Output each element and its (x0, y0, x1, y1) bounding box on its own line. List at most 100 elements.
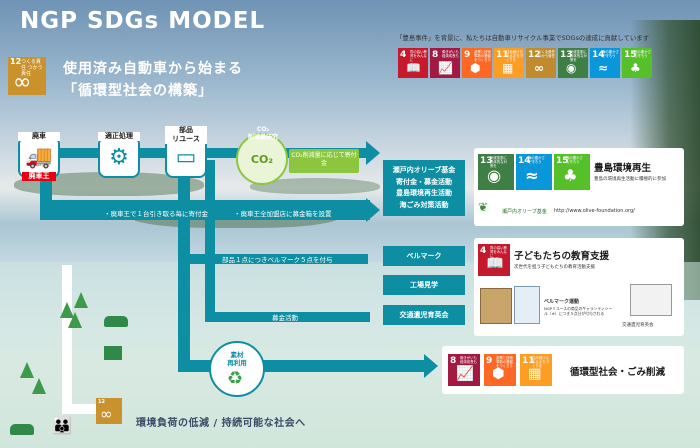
sdg-goal-number: 4 (400, 50, 407, 60)
kotsu-caption: 交通遺児育英会 (622, 323, 654, 328)
co2-note: CO₂削減量に応じて寄付金 (289, 149, 359, 173)
tree-icon (68, 312, 82, 328)
sdg-goal-icon: ≈ (525, 166, 539, 186)
bellmark-desc: NGPリユースの商品のギャランティシール（※）につき５点分が付与される (544, 306, 613, 316)
recycle-label: 素材 再利用 (211, 351, 263, 367)
olive-activities-box: 瀬戸内オリーブ基金 寄付金・募金活動 豊島環境再生活動 海ごみ対策活動 (383, 160, 465, 216)
tree-icon (32, 378, 46, 394)
sdg-goal-number: 12 (528, 50, 541, 60)
co2-icon: CO₂ (236, 133, 288, 185)
box-product-icon (480, 288, 512, 324)
olive-activity: 豊島環境再生活動 (396, 189, 452, 197)
education-item: 工場見学 (383, 275, 465, 295)
node-tekisei-label: 適正処理 (98, 132, 140, 141)
recycle-line1: 素材 (230, 351, 244, 359)
sdg-goal-label: 海の豊かさを守ろう (602, 50, 619, 58)
infinity-icon: ∞ (100, 405, 113, 423)
tagline: 「豊島事件」を背景に、私たちは自動車リサイクル事業でSDGsの達成に貢献していま… (396, 34, 650, 42)
sdg-goal-label: 質の高い教育をみんなに (410, 50, 427, 62)
flow-line-return (62, 404, 98, 414)
buhin-line1: 部品 (179, 126, 193, 134)
sdg-goal-icon: ▦ (528, 366, 542, 383)
sdg-goal-number: 14 (592, 50, 605, 60)
goal12-text: つくる責任 つかう責任 (21, 59, 43, 77)
bottom-message: 環境負荷の低減 / 持続可能な社会へ (136, 418, 306, 429)
sdg-goal-number: 8 (450, 356, 457, 366)
recycle-node: 素材 再利用 ♻ (209, 341, 265, 397)
sdg-goal-icon: 📖 (486, 256, 504, 273)
sdg-goal-icon: ♣ (563, 166, 578, 186)
sdg-goal-number: 9 (464, 50, 471, 60)
education-item: ベルマーク (383, 246, 465, 266)
sdg-goal-icon: ∞ (534, 61, 544, 75)
donation-box-icon (630, 284, 672, 316)
sdg-goal-icon: ♣ (630, 61, 641, 75)
donation-note-1: ・廃車王で１台引き取る毎に寄付金 (104, 210, 208, 218)
flow-line-bellmark (178, 254, 368, 264)
olive-title: 豊島環境再生 (594, 163, 652, 174)
infinity-icon: ∞ (13, 70, 32, 95)
goal12-small-number: 12 (98, 399, 105, 405)
sdg-goal-label: 質の高い教育をみんなに (490, 246, 507, 258)
car-icon (104, 316, 128, 327)
goal12-number: 12 (10, 57, 22, 66)
olive-activity: 瀬戸内オリーブ基金 (392, 166, 456, 174)
lift-icon: ⚙ (98, 136, 140, 178)
sdg-goal-label: 働きがいも経済成長も (442, 50, 459, 58)
sdg-goal-icon: 📈 (438, 61, 453, 75)
sdg-goal-number: 15 (556, 156, 569, 166)
recycle-title: 循環型社会・ごみ削減 (570, 367, 666, 378)
co2-line2: 削減量研究 (247, 133, 278, 141)
flow-line-return (62, 265, 72, 410)
olive-leaf-icon: ❦ (478, 200, 489, 214)
olive-url-link[interactable]: http://www.olive-foundation.org/ (554, 208, 635, 214)
sdg-goal-icon: ◉ (566, 61, 577, 75)
education-item: 交通遺児育英会 (383, 305, 465, 325)
sdg-goal-icon: 📖 (406, 61, 421, 75)
recycle-line2: 再利用 (227, 359, 247, 367)
sdg-goal-label: 気候変動に具体的な対策を (570, 50, 587, 62)
sdg-goal-number: 15 (624, 50, 637, 60)
sdg-goal-number: 9 (486, 356, 493, 366)
bellmark-product-icon (514, 286, 540, 324)
island-shape (250, 178, 380, 194)
sdg-goal-label: 住み続けられるまちづくりを (506, 50, 523, 62)
sdg-goal-icon: 📈 (456, 366, 474, 383)
olive-org-name: 瀬戸内オリーブ基金 (502, 209, 547, 215)
school-icon (104, 346, 122, 360)
sdg-goal-label: 住み続けられるまちづくりを (532, 356, 549, 368)
flow-arrow (424, 354, 438, 378)
flow-arrow (366, 141, 380, 165)
haishaou-logo: 廃車王 (22, 172, 56, 181)
car-icon (10, 424, 34, 435)
sdg-goal-label: 産業と技術革新の基盤をつくろう (496, 356, 513, 368)
tree-icon (20, 362, 34, 378)
headline-line2: 「循環型社会の構築」 (63, 83, 213, 99)
bokin-note: 募金活動 (272, 314, 298, 322)
co2-label: CO₂ 削減量研究 (228, 126, 298, 141)
sdg-goal-label: 陸の豊かさも守ろう (566, 156, 583, 164)
sdg-goal-number: 4 (480, 246, 487, 256)
sdg-goal-label: 働きがいも経済成長も (460, 356, 477, 364)
sdg-goal-icon: ▦ (502, 61, 514, 75)
sdg-goal-number: 11 (522, 356, 535, 366)
flow-arrow (366, 198, 380, 222)
olive-activity: 海ごみ対策活動 (399, 200, 449, 209)
olive-subtitle: 豊島の環境再生活動に積極的に参加 (594, 177, 666, 182)
flow-line-bokin (205, 312, 370, 322)
sdg-goal-number: 11 (496, 50, 509, 60)
bellmark-title: ベルマーク運動 (544, 299, 580, 305)
